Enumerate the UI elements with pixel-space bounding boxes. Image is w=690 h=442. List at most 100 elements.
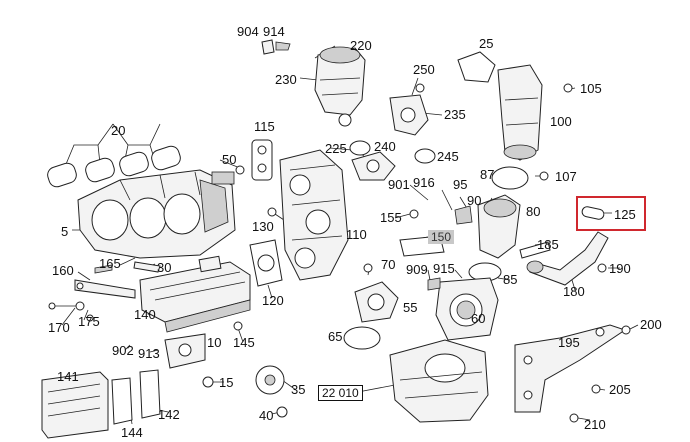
callout-902[interactable]: 902 xyxy=(112,343,134,358)
callout-165[interactable]: 165 xyxy=(99,256,121,271)
callout-200[interactable]: 200 xyxy=(640,317,662,332)
part-225-seal xyxy=(349,140,371,156)
callout-65[interactable]: 65 xyxy=(328,329,343,344)
callout-210[interactable]: 210 xyxy=(584,417,606,432)
callout-175[interactable]: 175 xyxy=(78,314,100,329)
callout-185[interactable]: 185 xyxy=(537,237,559,252)
callout-100[interactable]: 100 xyxy=(550,114,572,129)
part-220-actuator xyxy=(314,46,366,127)
callout-50[interactable]: 50 xyxy=(222,152,237,167)
callout-909[interactable]: 909 xyxy=(406,262,428,277)
part-185-clamp xyxy=(519,241,551,259)
part-22010-housing xyxy=(389,339,489,423)
callout-80[interactable]: 80 xyxy=(526,204,541,219)
callout-904[interactable]: 904 xyxy=(237,24,259,39)
callout-913[interactable]: 913 xyxy=(138,346,160,361)
part-15-bolt xyxy=(202,376,214,388)
part-60-throttle-body xyxy=(435,277,499,341)
callout-107[interactable]: 107 xyxy=(555,169,577,184)
callout-125[interactable]: 125 xyxy=(614,207,636,222)
part-210-bolt xyxy=(569,413,579,423)
callout-115[interactable]: 115 xyxy=(254,119,275,134)
part-110-housing xyxy=(279,149,349,281)
part-200-bolt xyxy=(621,325,631,335)
callout-142[interactable]: 142 xyxy=(158,407,180,422)
selected-part-highlight xyxy=(576,196,646,231)
callout-141[interactable]: 141 xyxy=(57,369,79,384)
callout-85[interactable]: 85 xyxy=(503,272,518,287)
callout-87[interactable]: 87 xyxy=(480,167,495,182)
callout-144[interactable]: 144 xyxy=(121,425,143,440)
callout-22010[interactable]: 22 010 xyxy=(318,385,363,401)
part-90-sensor xyxy=(454,205,473,225)
callout-105[interactable]: 105 xyxy=(580,81,602,96)
callout-10[interactable]: 10 xyxy=(207,335,222,350)
callout-15[interactable]: 15 xyxy=(219,375,234,390)
part-909-915-connector xyxy=(427,277,441,291)
part-87-seal xyxy=(491,166,529,190)
part-20-gaskets xyxy=(47,145,181,188)
part-245-seal xyxy=(414,148,436,164)
callout-230[interactable]: 230 xyxy=(275,72,297,87)
callout-250[interactable]: 250 xyxy=(413,62,435,77)
part-141-cooler xyxy=(41,369,161,439)
part-100-pipe xyxy=(497,64,543,161)
part-55-housing xyxy=(354,281,399,323)
callout-180[interactable]: 180 xyxy=(563,284,585,299)
callout-130[interactable]: 130 xyxy=(252,219,274,234)
callout-205[interactable]: 205 xyxy=(609,382,631,397)
callout-240[interactable]: 240 xyxy=(374,139,396,154)
callout-25[interactable]: 25 xyxy=(479,36,494,51)
callout-5[interactable]: 5 xyxy=(61,224,69,239)
part-30-160-165 xyxy=(50,261,161,311)
callout-60[interactable]: 60 xyxy=(471,311,486,326)
callout-145[interactable]: 145 xyxy=(233,335,255,350)
part-205-bolt xyxy=(591,384,601,394)
part-40-bolt xyxy=(276,406,288,418)
callout-170[interactable]: 170 xyxy=(48,320,70,335)
part-115-gasket xyxy=(251,139,273,181)
part-904-914-connector xyxy=(261,39,291,55)
part-195-bracket xyxy=(514,324,627,413)
part-180-pipe xyxy=(526,231,609,286)
callout-20[interactable]: 20 xyxy=(111,123,126,138)
part-190-bolt xyxy=(597,263,607,273)
part-240-flange xyxy=(351,151,396,181)
callout-110[interactable]: 110 xyxy=(346,227,367,242)
callout-914[interactable]: 914 xyxy=(263,24,285,39)
callout-160[interactable]: 160 xyxy=(52,263,74,278)
callout-35[interactable]: 35 xyxy=(291,382,306,397)
misc-bolts xyxy=(48,165,419,331)
callout-140[interactable]: 140 xyxy=(134,307,156,322)
part-105-bolt xyxy=(563,83,573,93)
part-235-valve xyxy=(389,94,429,136)
callout-40[interactable]: 40 xyxy=(259,408,274,423)
callout-915[interactable]: 915 xyxy=(433,261,455,276)
callout-901[interactable]: 901 xyxy=(388,177,410,192)
part-80-elbow xyxy=(477,194,521,259)
part-140-egr-cooler xyxy=(139,255,251,333)
part-35-sensor xyxy=(255,365,285,395)
callout-235[interactable]: 235 xyxy=(444,107,466,122)
callout-90[interactable]: 90 xyxy=(467,193,482,208)
callout-155[interactable]: 155 xyxy=(380,210,402,225)
callout-95[interactable]: 95 xyxy=(453,177,468,192)
callout-150[interactable]: 150 xyxy=(428,230,455,244)
part-65-seal xyxy=(343,326,381,350)
callout-245[interactable]: 245 xyxy=(437,149,459,164)
callout-916[interactable]: 916 xyxy=(413,175,435,190)
callout-190[interactable]: 190 xyxy=(609,261,631,276)
callout-55[interactable]: 55 xyxy=(403,300,418,315)
part-5-intake-manifold xyxy=(77,169,236,259)
callout-225[interactable]: 225 xyxy=(325,141,347,156)
callout-30[interactable]: 30 xyxy=(157,260,172,275)
callout-70[interactable]: 70 xyxy=(381,257,396,272)
callout-120[interactable]: 120 xyxy=(262,293,284,308)
part-125-gasket xyxy=(581,206,605,220)
callout-220[interactable]: 220 xyxy=(350,38,372,53)
part-70-bolt xyxy=(363,263,373,273)
part-10-valve xyxy=(164,333,206,369)
callout-195[interactable]: 195 xyxy=(558,335,580,350)
